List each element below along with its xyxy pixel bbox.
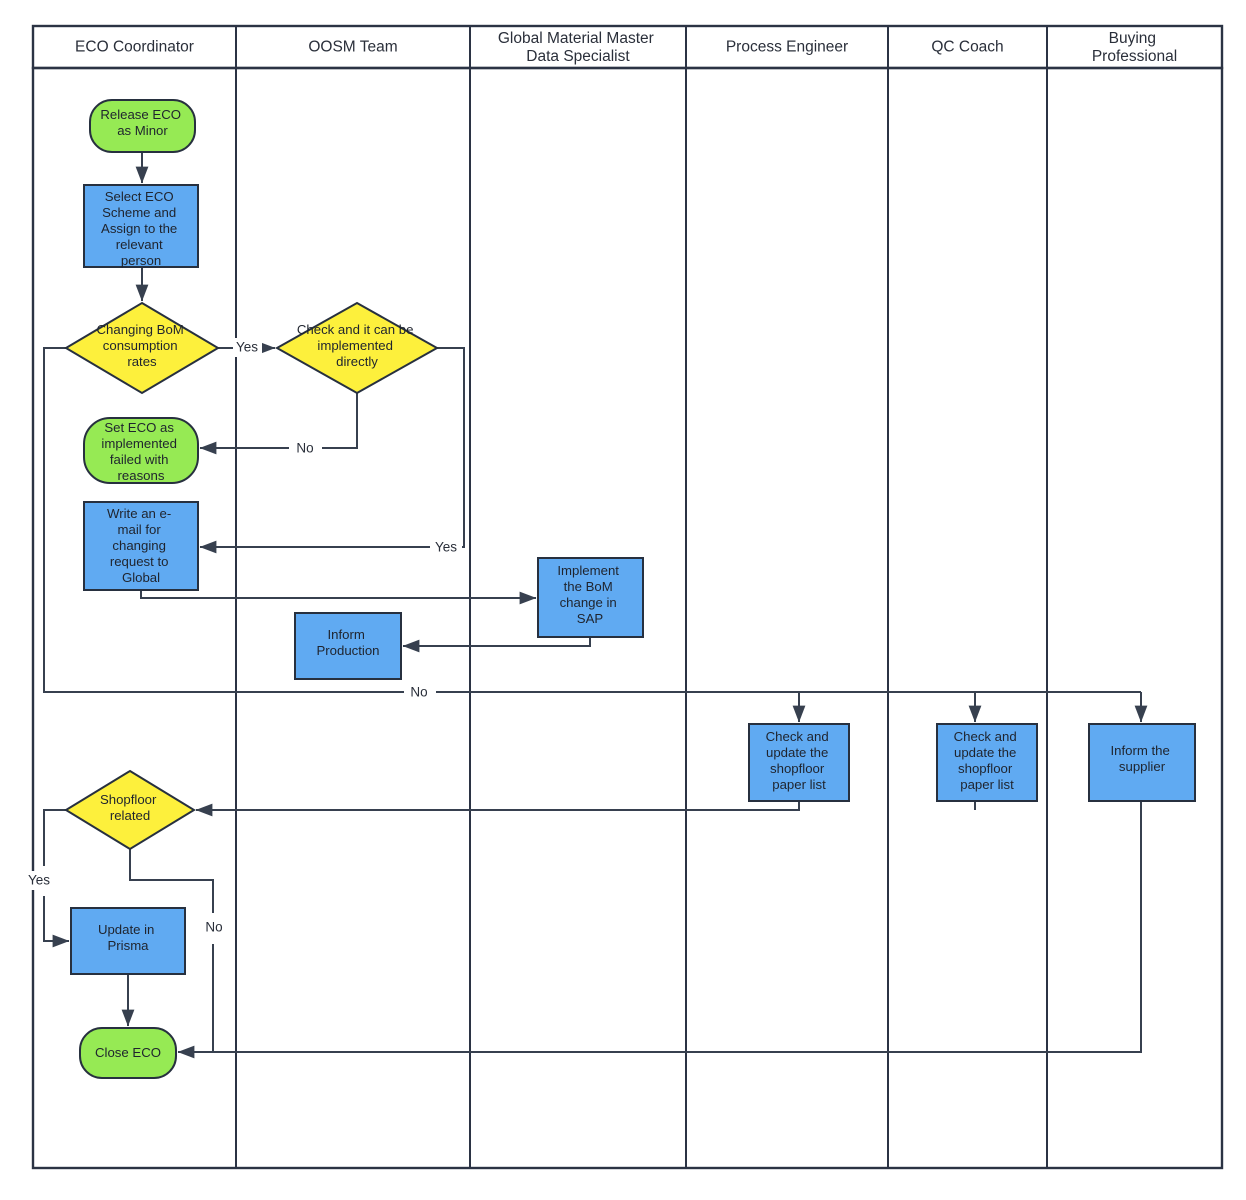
- lane-titles: ECO Coordinator OOSM Team Global Materia…: [75, 30, 1177, 65]
- edge-changing-bom-no-left-rail: [43, 347, 404, 693]
- edge-label-no-oosm-decision: No: [292, 439, 318, 458]
- lane-title-process-engineer: Process Engineer: [726, 39, 848, 56]
- node-changing-bom-consumption-rates[interactable]: Changing BoM consumption rates: [64, 301, 220, 395]
- lane-title-oosm-team: OOSM Team: [308, 39, 397, 56]
- edge-oosm-yes-segment-a: [437, 347, 465, 548]
- edge-label-no-shopfloor-related: No: [201, 918, 227, 937]
- lane-title-buying-professional: Buying Professional: [1092, 30, 1177, 65]
- lane-title-global-material-master-data-specialist: Global Material Master Data Specialist: [498, 30, 658, 65]
- svg-text:Yes: Yes: [236, 340, 258, 355]
- node-select-eco-scheme[interactable]: Select ECO Scheme and Assign to the rele…: [83, 184, 199, 268]
- svg-text:No: No: [296, 441, 313, 456]
- svg-text:Select ECO Scheme an: Select ECO Scheme and Assign to the rele…: [101, 189, 181, 268]
- svg-text:Write an e- mail for: Write an e- mail for changing request to…: [107, 506, 175, 585]
- edge-write-email-to-implement-bom: [140, 590, 537, 605]
- svg-text:Set ECO as implement: Set ECO as implemented failed with reaso…: [101, 420, 180, 483]
- node-close-eco[interactable]: Close ECO: [79, 1027, 177, 1079]
- svg-text:Check and it can be: Check and it can be implemented directly: [297, 322, 417, 369]
- node-inform-the-supplier[interactable]: Inform the supplier: [1088, 723, 1196, 802]
- svg-text:Yes: Yes: [28, 873, 50, 888]
- node-check-update-shopfloor-process-engineer[interactable]: Check and update the shopfloor paper lis…: [748, 723, 850, 802]
- svg-text:No: No: [205, 920, 222, 935]
- edge-implement-bom-to-inform-production: [402, 637, 591, 653]
- svg-text:Implement the BoM: Implement the BoM change in SAP: [557, 563, 622, 626]
- lane-title-qc-coach: QC Coach: [931, 39, 1003, 56]
- edge-label-yes-shopfloor-related: Yes: [24, 871, 54, 890]
- edge-oosm-no-segment-a: [322, 393, 358, 449]
- node-inform-production[interactable]: Inform Production: [294, 612, 402, 680]
- flow-nodes: Release ECO as Minor Select ECO Scheme a…: [64, 99, 1196, 1079]
- edge-labels: Yes No Yes No Yes No: [24, 338, 461, 937]
- svg-text:Yes: Yes: [435, 540, 457, 555]
- svg-text:Release ECO as Minor: Release ECO as Minor: [100, 107, 184, 138]
- edge-shopfloor-no-segment-a: [129, 849, 214, 913]
- node-check-implemented-directly[interactable]: Check and it can be implemented directly: [274, 301, 440, 395]
- svg-text:Update in Prisma: Update in Prisma: [98, 922, 158, 953]
- edge-label-yes-changing-bom: Yes: [233, 338, 262, 357]
- svg-text:Close ECO: Close ECO: [95, 1045, 161, 1060]
- edge-label-yes-oosm-decision: Yes: [432, 538, 461, 557]
- edge-label-no-changing-bom: No: [406, 683, 433, 702]
- node-set-eco-implemented-failed[interactable]: Set ECO as implemented failed with reaso…: [83, 417, 199, 484]
- lane-title-eco-coordinator: ECO Coordinator: [75, 39, 194, 56]
- svg-text:No: No: [410, 685, 427, 700]
- node-write-email-to-global[interactable]: Write an e- mail for changing request to…: [83, 501, 199, 591]
- svg-text:Shopfloor related: Shopfloor related: [100, 792, 160, 823]
- node-update-in-prisma[interactable]: Update in Prisma: [70, 907, 186, 975]
- node-release-eco-as-minor[interactable]: Release ECO as Minor: [89, 99, 196, 153]
- svg-text:Inform the supplier: Inform the supplier: [1110, 743, 1173, 774]
- svg-text:Changing BoM consump: Changing BoM consumption rates: [97, 322, 188, 369]
- edge-inform-supplier-to-close-eco: [177, 801, 1142, 1059]
- node-implement-bom-change-in-sap[interactable]: Implement the BoM change in SAP: [537, 557, 644, 638]
- node-check-update-shopfloor-qc-coach[interactable]: Check and update the shopfloor paper lis…: [936, 723, 1038, 802]
- svg-text:Check and update the: Check and update the shopfloor paper lis…: [954, 729, 1021, 792]
- svg-text:Inform Production: Inform Production: [316, 627, 379, 658]
- flow-edges: [43, 152, 1148, 1059]
- edge-shopfloor-yes-to-update-prisma: [43, 896, 70, 948]
- edge-process-engineer-to-shopfloor-related: [195, 801, 800, 817]
- svg-text:Check and update the: Check and update the shopfloor paper lis…: [766, 729, 833, 792]
- edge-shopfloor-yes-segment-a: [43, 809, 66, 866]
- node-shopfloor-related[interactable]: Shopfloor related: [64, 769, 196, 851]
